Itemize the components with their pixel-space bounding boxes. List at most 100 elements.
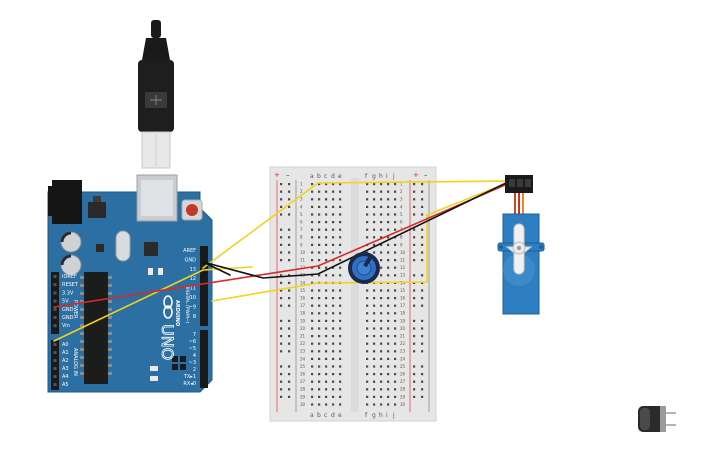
breadboard-hole[interactable] xyxy=(325,365,328,368)
breadboard-hole[interactable] xyxy=(339,403,342,406)
breadboard-hole[interactable] xyxy=(311,312,314,315)
breadboard-hole[interactable] xyxy=(380,183,383,186)
breadboard-hole[interactable] xyxy=(318,289,321,292)
rail-hole[interactable] xyxy=(413,183,416,186)
breadboard-hole[interactable] xyxy=(325,228,328,231)
rail-hole[interactable] xyxy=(288,183,291,186)
breadboard-hole[interactable] xyxy=(387,342,390,345)
breadboard-hole[interactable] xyxy=(394,183,397,186)
breadboard-hole[interactable] xyxy=(318,274,321,277)
breadboard-hole[interactable] xyxy=(311,183,314,186)
breadboard-hole[interactable] xyxy=(332,251,335,254)
rail-hole[interactable] xyxy=(413,259,416,262)
breadboard-hole[interactable] xyxy=(339,373,342,376)
breadboard-hole[interactable] xyxy=(325,221,328,224)
header-pin[interactable] xyxy=(53,351,57,354)
breadboard-hole[interactable] xyxy=(387,403,390,406)
breadboard-hole[interactable] xyxy=(311,335,314,338)
rail-hole[interactable] xyxy=(288,213,291,216)
breadboard-hole[interactable] xyxy=(394,395,397,398)
breadboard-hole[interactable] xyxy=(380,205,383,208)
rail-hole[interactable] xyxy=(288,236,291,239)
breadboard-hole[interactable] xyxy=(325,403,328,406)
breadboard-hole[interactable] xyxy=(311,357,314,360)
breadboard-hole[interactable] xyxy=(387,190,390,193)
breadboard-hole[interactable] xyxy=(380,335,383,338)
breadboard-hole[interactable] xyxy=(318,251,321,254)
breadboard-hole[interactable] xyxy=(373,319,376,322)
rail-hole[interactable] xyxy=(413,395,416,398)
breadboard-hole[interactable] xyxy=(394,297,397,300)
rail-hole[interactable] xyxy=(421,380,424,383)
breadboard-hole[interactable] xyxy=(373,190,376,193)
rail-hole[interactable] xyxy=(288,281,291,284)
breadboard-hole[interactable] xyxy=(366,373,369,376)
breadboard-hole[interactable] xyxy=(311,403,314,406)
breadboard-hole[interactable] xyxy=(325,327,328,330)
breadboard-hole[interactable] xyxy=(380,327,383,330)
wire-black-gnd-2[interactable] xyxy=(202,261,231,276)
breadboard-hole[interactable] xyxy=(366,403,369,406)
breadboard-hole[interactable] xyxy=(394,319,397,322)
rail-hole[interactable] xyxy=(288,350,291,353)
rail-hole[interactable] xyxy=(280,259,283,262)
breadboard-hole[interactable] xyxy=(311,350,314,353)
breadboard-hole[interactable] xyxy=(332,266,335,269)
rail-hole[interactable] xyxy=(413,228,416,231)
breadboard-hole[interactable] xyxy=(373,198,376,201)
breadboard-hole[interactable] xyxy=(325,243,328,246)
breadboard-hole[interactable] xyxy=(332,350,335,353)
rail-hole[interactable] xyxy=(280,342,283,345)
breadboard-hole[interactable] xyxy=(339,380,342,383)
servo-motor-icon[interactable] xyxy=(497,175,545,315)
breadboard-hole[interactable] xyxy=(394,357,397,360)
breadboard-hole[interactable] xyxy=(394,251,397,254)
breadboard-hole[interactable] xyxy=(380,380,383,383)
breadboard-hole[interactable] xyxy=(366,289,369,292)
rail-hole[interactable] xyxy=(288,259,291,262)
breadboard-hole[interactable] xyxy=(380,213,383,216)
header-pin[interactable] xyxy=(53,367,57,370)
breadboard-hole[interactable] xyxy=(311,274,314,277)
breadboard-hole[interactable] xyxy=(318,365,321,368)
rail-hole[interactable] xyxy=(413,190,416,193)
breadboard-hole[interactable] xyxy=(387,304,390,307)
breadboard-hole[interactable] xyxy=(339,342,342,345)
rail-hole[interactable] xyxy=(421,228,424,231)
breadboard-hole[interactable] xyxy=(373,183,376,186)
breadboard-hole[interactable] xyxy=(325,183,328,186)
breadboard-hole[interactable] xyxy=(380,304,383,307)
rail-hole[interactable] xyxy=(413,251,416,254)
breadboard-hole[interactable] xyxy=(394,365,397,368)
breadboard-hole[interactable] xyxy=(318,228,321,231)
rail-hole[interactable] xyxy=(280,190,283,193)
rail-hole[interactable] xyxy=(421,205,424,208)
breadboard-hole[interactable] xyxy=(339,183,342,186)
rail-hole[interactable] xyxy=(421,190,424,193)
header-pin[interactable] xyxy=(53,375,57,378)
breadboard-hole[interactable] xyxy=(380,373,383,376)
rail-hole[interactable] xyxy=(280,373,283,376)
breadboard-hole[interactable] xyxy=(394,342,397,345)
rail-hole[interactable] xyxy=(288,388,291,391)
rail-hole[interactable] xyxy=(288,335,291,338)
breadboard-hole[interactable] xyxy=(318,266,321,269)
breadboard-hole[interactable] xyxy=(318,213,321,216)
breadboard-hole[interactable] xyxy=(332,205,335,208)
breadboard-hole[interactable] xyxy=(318,243,321,246)
breadboard-hole[interactable] xyxy=(332,403,335,406)
breadboard-hole[interactable] xyxy=(387,228,390,231)
rail-hole[interactable] xyxy=(280,335,283,338)
rail-hole[interactable] xyxy=(288,342,291,345)
breadboard-hole[interactable] xyxy=(332,365,335,368)
breadboard-hole[interactable] xyxy=(332,388,335,391)
breadboard-hole[interactable] xyxy=(380,289,383,292)
breadboard-hole[interactable] xyxy=(332,289,335,292)
breadboard-hole[interactable] xyxy=(339,304,342,307)
rail-hole[interactable] xyxy=(421,274,424,277)
breadboard-hole[interactable] xyxy=(318,342,321,345)
breadboard-hole[interactable] xyxy=(394,190,397,193)
breadboard-hole[interactable] xyxy=(394,266,397,269)
rail-hole[interactable] xyxy=(280,319,283,322)
rail-hole[interactable] xyxy=(288,228,291,231)
